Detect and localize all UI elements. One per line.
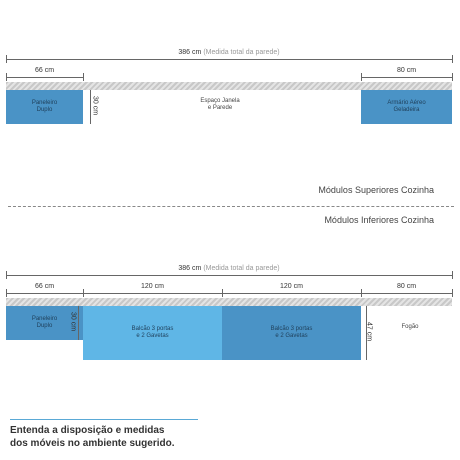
top-paneleiro-label: Paneleiro Duplo	[31, 99, 58, 113]
top-paneleiro-box: Paneleiro Duplo	[6, 90, 83, 124]
bottom-section-title: Módulos Inferiores Cozinha	[324, 215, 434, 225]
top-section-title: Módulos Superiores Cozinha	[318, 185, 434, 195]
bottom-stove-label: Fogão	[401, 324, 419, 330]
top-left-width-label: 66 cm	[34, 67, 55, 74]
bottom-paneleiro-box: Paneleiro Duplo	[6, 306, 83, 340]
bottom-width-3: 120 cm	[280, 283, 303, 290]
bottom-width-2: 120 cm	[141, 283, 164, 290]
caption-text: Entenda a disposição e medidas dos móvei…	[10, 425, 175, 449]
bottom-balcao-label-2: Balcão 3 portas e 2 Gavetas	[270, 325, 313, 339]
top-gap-label: 30 cm	[91, 95, 99, 116]
bottom-wall	[6, 298, 452, 306]
caption-rule	[10, 419, 198, 420]
bottom-balcao-box-2: Balcão 3 portas e 2 Gavetas	[222, 306, 361, 360]
top-wall	[6, 82, 452, 90]
top-gap-line	[90, 90, 91, 124]
bottom-gap-label-2: 47 cm	[365, 321, 373, 342]
top-armario-box: Armário Aéreo Geladeira	[361, 90, 452, 124]
top-right-width-label: 80 cm	[396, 67, 417, 74]
bottom-width-1: 66 cm	[34, 283, 55, 290]
top-armario-label: Armário Aéreo Geladeira	[387, 99, 426, 113]
top-total-note: (Medida total da parede)	[203, 49, 280, 56]
top-middle-label: Espaço Janela e Parede	[200, 98, 240, 112]
bottom-gap-line-2	[366, 306, 367, 360]
bottom-width-4: 80 cm	[396, 283, 417, 290]
bottom-gap-label-1: 30 cm	[69, 311, 77, 332]
bottom-paneleiro-label: Paneleiro Duplo	[31, 315, 58, 329]
bottom-gap-line-1	[78, 306, 79, 340]
bottom-balcao-label-1: Balcão 3 portas e 2 Gavetas	[131, 325, 174, 339]
bottom-balcao-box-1: Balcão 3 portas e 2 Gavetas	[83, 306, 222, 360]
bottom-total-note: (Medida total da parede)	[203, 265, 280, 272]
bottom-total-value: 386 cm	[178, 265, 202, 272]
section-divider	[8, 206, 454, 207]
top-total-value: 386 cm	[178, 49, 202, 56]
